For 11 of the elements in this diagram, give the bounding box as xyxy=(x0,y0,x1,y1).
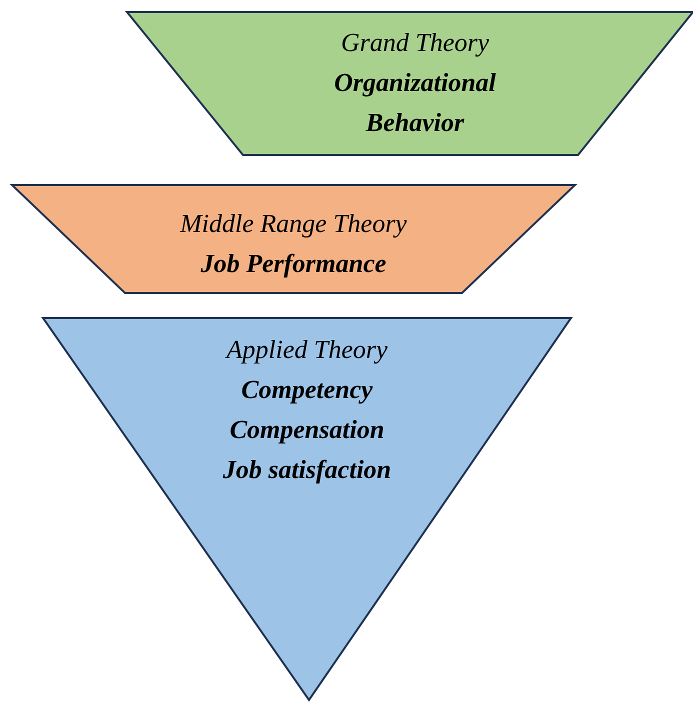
theory-level-label: Grand Theory xyxy=(340,27,490,59)
trapezoid-band xyxy=(127,12,693,155)
theory-name: Job Performance xyxy=(200,248,386,280)
theory-level-label: Middle Range Theory xyxy=(180,208,407,240)
triangle-band xyxy=(43,318,571,700)
theory-name: Competency xyxy=(241,374,373,406)
theory-name: Compensation xyxy=(230,414,384,446)
theory-name: Job satisfaction xyxy=(222,454,392,486)
trapezoid-band xyxy=(12,185,575,293)
theory-level-label: Applied Theory xyxy=(226,334,388,366)
theory-name: Organizational Behavior xyxy=(333,67,497,139)
